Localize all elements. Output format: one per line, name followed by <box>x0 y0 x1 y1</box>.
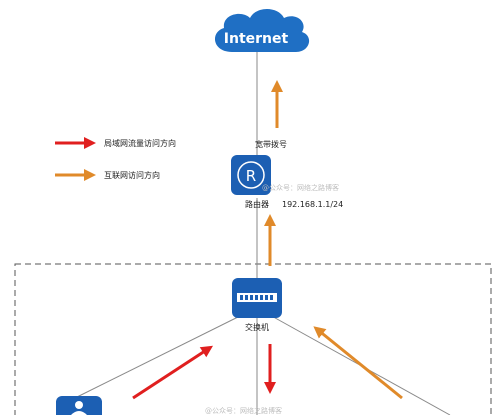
lan-boundary <box>14 263 492 415</box>
internet-flow-arrow-lan <box>313 326 403 400</box>
router-label: 路由器 <box>245 199 269 209</box>
switch: 交换机 <box>232 278 282 332</box>
internet-cloud: Internet <box>214 9 310 52</box>
watermark-router: @公众号：网络之路博客 <box>262 183 339 192</box>
switch-ports <box>240 295 273 300</box>
legend-internet-label: 互联网访问方向 <box>104 170 160 180</box>
router: R 路由器 192.168.1.1/24 @公众号：网络之路博客 <box>231 155 343 209</box>
watermark-bottom: @公众号：网络之路博客 <box>205 406 282 415</box>
router-glyph: R <box>246 167 256 185</box>
cloud-label: Internet <box>224 31 289 47</box>
user-head-icon <box>75 401 83 409</box>
router-icon-ring <box>237 161 265 189</box>
switch-label: 交换机 <box>245 322 269 332</box>
user-body-icon <box>71 411 87 415</box>
router-uplink-label: 宽带拨号 <box>255 139 287 149</box>
legend: 局域网流量访问方向 互联网访问方向 <box>55 137 176 181</box>
lan-flow-arrow-up <box>132 345 214 400</box>
router-icon <box>231 155 271 195</box>
router-ip: 192.168.1.1/24 <box>282 200 343 209</box>
links <box>74 52 451 415</box>
legend-lan-label: 局域网流量访问方向 <box>104 138 176 148</box>
cloud-icon <box>214 9 310 52</box>
link-switch-host <box>74 311 249 399</box>
host <box>56 396 102 415</box>
